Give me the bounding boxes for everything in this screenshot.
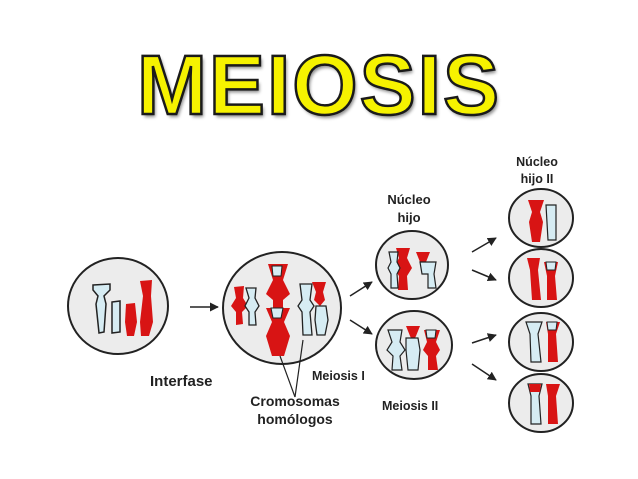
chromosome-light xyxy=(386,329,406,371)
chromosome-light xyxy=(525,321,543,363)
arrow xyxy=(349,281,373,297)
pointer-line xyxy=(294,339,304,398)
chromosome-light xyxy=(92,283,111,334)
label-meiosis-1: Meiosis I xyxy=(312,369,365,383)
chromosome-red xyxy=(266,264,290,310)
chromosome-red xyxy=(528,200,544,242)
chromosome-red xyxy=(266,308,290,356)
chromosome-red xyxy=(546,384,560,424)
chromosome-red xyxy=(231,286,248,325)
chromosome-red xyxy=(140,280,153,336)
chromosome-light xyxy=(405,337,421,371)
chromosome-red xyxy=(125,303,137,336)
chromosome-light xyxy=(419,261,437,289)
label-daughter-nucleus-2: hijo xyxy=(397,210,420,225)
label-homologous-2: homólogos xyxy=(257,411,333,427)
chromosome-red xyxy=(406,326,420,342)
label-meiosis-2: Meiosis II xyxy=(382,399,438,413)
chromosome-red xyxy=(416,252,430,268)
chromosome-light xyxy=(297,283,315,336)
chromosome-red xyxy=(546,322,560,362)
label-daughter-nucleus-ii-1: Núcleo xyxy=(516,155,558,169)
chromosome-light xyxy=(425,329,437,339)
cell-daughter-bottom xyxy=(375,310,453,380)
chromosome-light xyxy=(271,265,283,277)
slide-title: MEIOSIS xyxy=(136,38,502,132)
cell-final-3 xyxy=(508,312,574,372)
cell-final-2 xyxy=(508,248,574,308)
label-daughter-nucleus-1: Núcleo xyxy=(387,192,430,207)
chromosome-light xyxy=(545,204,557,241)
arrow xyxy=(471,237,497,253)
cell-daughter-top xyxy=(375,230,449,300)
chromosome-light xyxy=(314,305,329,336)
chromosome-light xyxy=(244,287,260,326)
arrow xyxy=(349,319,373,335)
cell-final-4 xyxy=(508,373,574,433)
chromosome-light xyxy=(387,251,401,289)
arrow xyxy=(471,363,497,381)
chromosome-red xyxy=(527,258,541,300)
chromosome-light xyxy=(111,300,121,334)
chromosome-red xyxy=(423,330,440,370)
chromosome-red xyxy=(394,248,412,290)
cell-meiosis-1 xyxy=(222,251,342,365)
chromosome-red xyxy=(312,282,326,306)
chromosome-light xyxy=(546,321,558,331)
label-homologous-1: Cromosomas xyxy=(250,393,340,409)
label-interfase: Interfase xyxy=(150,373,213,390)
label-daughter-nucleus-ii-2: hijo II xyxy=(521,172,554,186)
cell-interphase xyxy=(67,257,169,355)
chromosome-light xyxy=(527,383,543,425)
chromosome-red xyxy=(529,384,541,392)
chromosome-light xyxy=(270,307,284,319)
cell-final-1 xyxy=(508,188,574,248)
chromosome-red xyxy=(544,262,558,300)
arrow xyxy=(471,269,497,282)
arrow xyxy=(471,333,497,344)
chromosome-light xyxy=(545,261,557,271)
pointer-line xyxy=(279,355,296,398)
